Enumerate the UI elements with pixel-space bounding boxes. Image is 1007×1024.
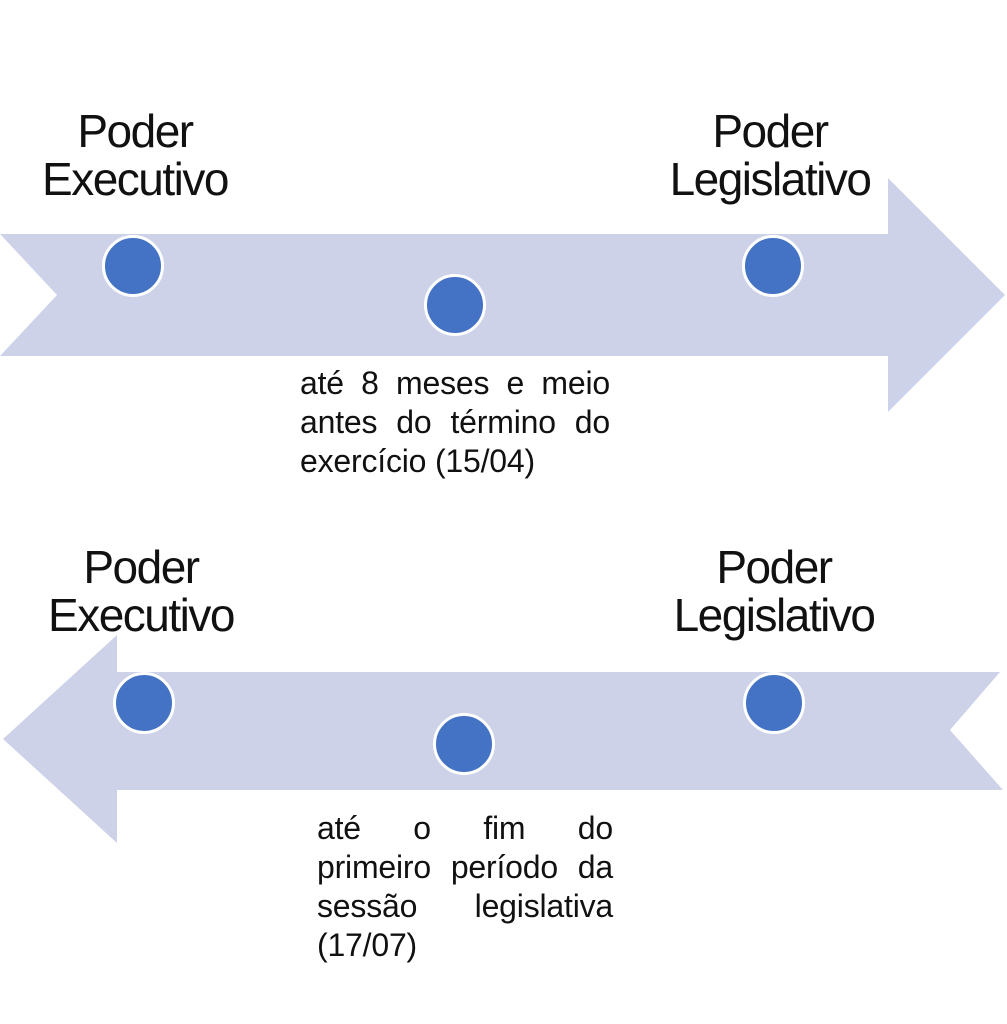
top-deadline-caption: até 8 meses e meio antes do término do e… bbox=[300, 364, 610, 481]
top-midpoint-dot bbox=[424, 274, 486, 336]
right-arrow-shape bbox=[0, 178, 1005, 412]
bottom-executive-dot bbox=[113, 672, 175, 734]
caption-line: até 8 meses e meio bbox=[300, 365, 610, 401]
top-legislative-dot bbox=[742, 235, 804, 297]
caption-line: até o fim do bbox=[317, 810, 613, 846]
caption-line: primeiro período da bbox=[317, 849, 613, 885]
caption-line: exercício (15/04) bbox=[300, 443, 535, 479]
top-legislative-label: Poder Legislativo bbox=[669, 105, 872, 205]
bottom-midpoint-dot bbox=[433, 713, 495, 775]
top-executive-label: Poder Executivo bbox=[42, 105, 229, 205]
caption-line: (17/07) bbox=[317, 927, 417, 963]
top-executive-dot bbox=[102, 235, 164, 297]
caption-line: sessão legislativa bbox=[317, 888, 613, 924]
caption-line: antes do término do bbox=[300, 404, 610, 440]
bottom-deadline-caption: até o fim do primeiro período da sessão … bbox=[317, 809, 613, 965]
bottom-legislative-dot bbox=[743, 672, 805, 734]
bottom-legislative-label: Poder Legislativo bbox=[673, 541, 876, 641]
bottom-executive-label: Poder Executivo bbox=[48, 541, 235, 641]
